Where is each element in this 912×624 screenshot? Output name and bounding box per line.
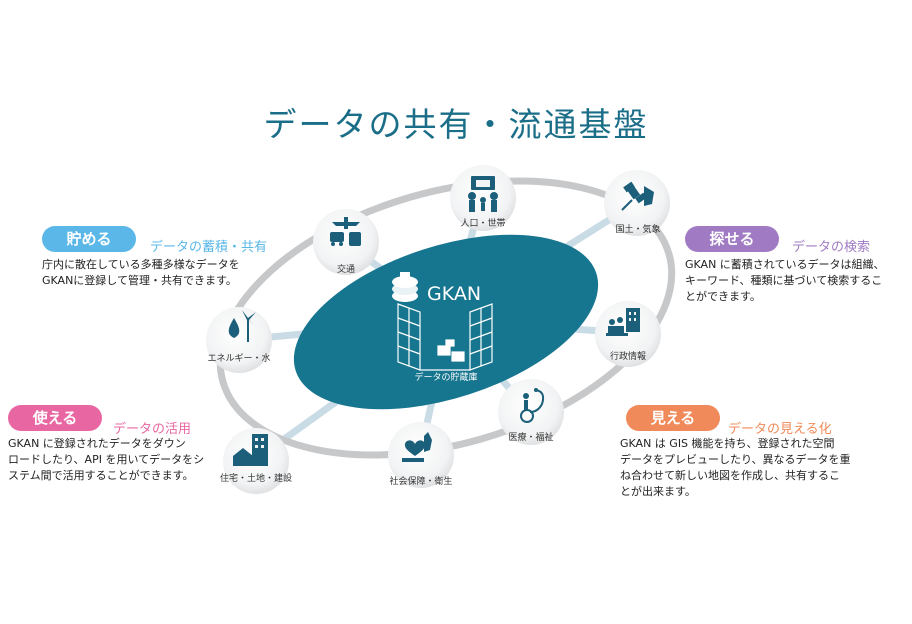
search-line-3: とができます。 (685, 290, 761, 303)
node-medical: 医療・福祉 (498, 379, 564, 445)
node-population: 人口・世帯 (450, 165, 516, 231)
transport-icon (330, 217, 361, 246)
wheelchair-stethoscope-icon (520, 388, 545, 423)
satellite-icon (621, 181, 654, 211)
orbit-ring (216, 177, 676, 459)
node-label-medical: 医療・福祉 (508, 431, 553, 443)
node-label-social: 社会保障・衛生 (389, 475, 452, 487)
node-admin: 行政情報 (595, 301, 661, 367)
store-subtitle: データの蓄積・共有 (150, 240, 268, 255)
use-description: GKAN に登録されたデータをダウン ロードしたり、API を用いてデータをシ … (8, 436, 204, 484)
search-description: GKAN に蓄積されているデータは組織、 キーワード、種類に基づいて検索するこ … (685, 257, 884, 305)
page-title: データの共有・流通基盤 (263, 105, 649, 144)
node-label-transport: 交通 (337, 263, 355, 275)
view-subtitle: データの見える化 (728, 422, 832, 437)
use-line-1: GKAN に登録されたデータをダウン (8, 437, 186, 450)
search-pill: 探せる (685, 226, 779, 252)
node-energy: エネルギー・水 (206, 307, 272, 373)
node-housing: 住宅・土地・建設 (220, 428, 292, 494)
use-subtitle: データの活用 (113, 422, 192, 437)
use-line-3: ステム間で活用することができます。 (8, 469, 194, 482)
center-label: データの貯蔵庫 (414, 371, 477, 383)
water-wind-icon (228, 310, 256, 342)
warehouse-icon (397, 303, 493, 371)
view-description: GKAN は GIS 機能を持ち、登録された空間 データをプレビューしたり、異な… (620, 436, 851, 500)
family-icon (468, 176, 498, 212)
government-building-icon (606, 308, 640, 336)
node-land: 国土・気象 (604, 170, 670, 236)
search-subtitle: データの検索 (792, 240, 871, 255)
node-label-housing: 住宅・土地・建設 (220, 472, 292, 484)
view-line-1: GKAN は GIS 機能を持ち、登録された空間 (620, 437, 835, 450)
store-pill: 貯める (42, 226, 136, 252)
node-label-land: 国土・気象 (615, 223, 660, 235)
use-line-2: ロードしたり、API を用いてデータをシ (8, 453, 205, 466)
node-label-admin: 行政情報 (610, 350, 646, 362)
search-line-2: キーワード、種類に基づいて検索するこ (685, 274, 883, 287)
use-pill: 使える (8, 405, 102, 431)
heart-hand-icon (402, 432, 432, 462)
store-line-1: 庁内に散在している多種多様なデータを (42, 258, 240, 271)
search-line-1: GKAN に蓄積されているデータは組織、 (685, 258, 885, 271)
node-transport: 交通 (313, 209, 379, 275)
center-ellipse (293, 234, 599, 410)
store-line-2: GKANに登録して管理・共有できます。 (42, 274, 237, 287)
node-label-population: 人口・世帯 (460, 217, 505, 229)
store-description: 庁内に散在している多種多様なデータを GKANに登録して管理・共有できます。 (42, 257, 240, 289)
house-building-icon (233, 434, 268, 466)
view-line-4: とが出来ます。 (620, 485, 696, 498)
view-line-2: データをプレビューしたり、異なるデータを重 (620, 453, 851, 466)
database-icon (392, 272, 418, 302)
node-label-energy: エネルギー・水 (207, 352, 270, 364)
view-pill: 見える (626, 405, 720, 431)
view-line-3: ね合わせて新しい地図を作成し、共有するこ (620, 469, 840, 482)
center-name: GKAN (427, 283, 481, 305)
node-social: 社会保障・衛生 (388, 422, 454, 488)
